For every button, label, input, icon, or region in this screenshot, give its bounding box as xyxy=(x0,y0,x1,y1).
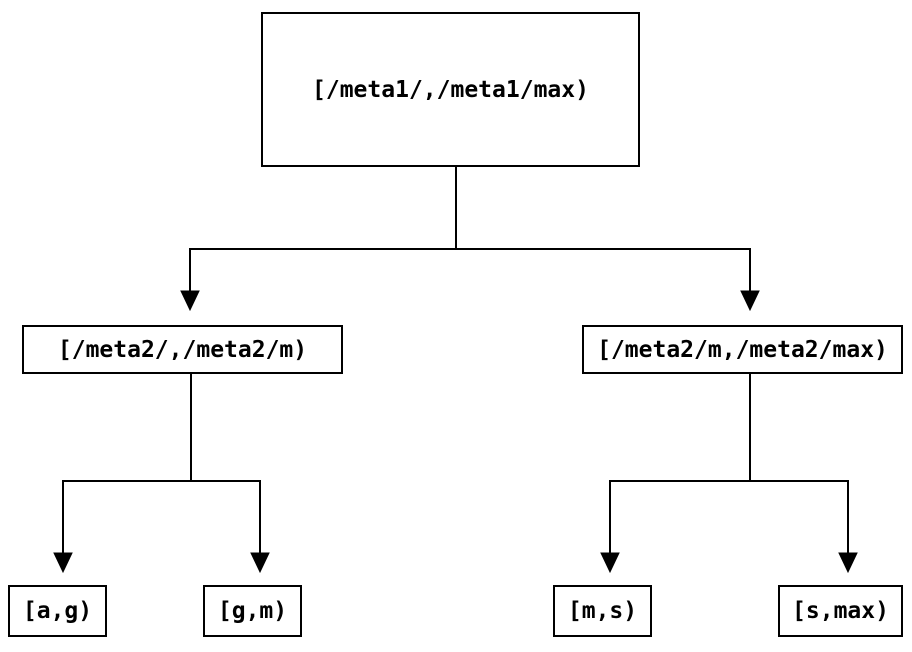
leaf-node-s-max: [s,max) xyxy=(778,585,903,637)
leaf-node-g-m: [g,m) xyxy=(203,585,302,637)
node-meta2-right-range: [/meta2/m,/meta2/max) xyxy=(582,325,903,374)
arrowhead-down-icon xyxy=(600,552,620,574)
node-root-range: [/meta1/,/meta1/max) xyxy=(261,12,640,167)
arrowhead-down-icon xyxy=(250,552,270,574)
arrowhead-down-icon xyxy=(53,552,73,574)
leaf-node-m-s: [m,s) xyxy=(553,585,652,637)
arrowhead-down-icon xyxy=(838,552,858,574)
arrowhead-down-icon xyxy=(180,290,200,312)
node-meta2-left-range: [/meta2/,/meta2/m) xyxy=(22,325,343,374)
arrowhead-down-icon xyxy=(740,290,760,312)
leaf-node-a-g: [a,g) xyxy=(8,585,107,637)
